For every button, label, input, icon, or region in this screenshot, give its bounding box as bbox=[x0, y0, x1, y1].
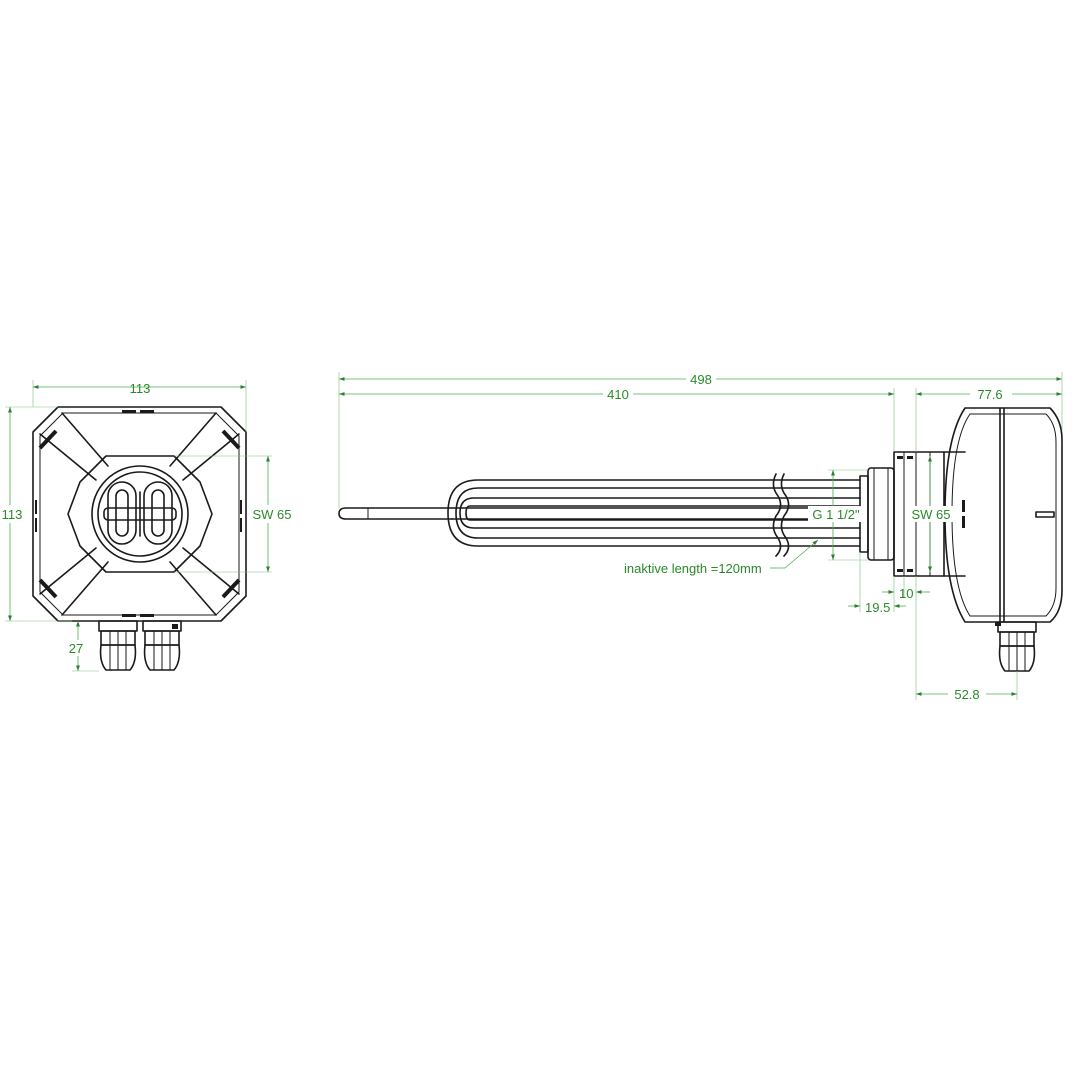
side-dim-gland: 52.8 bbox=[915, 576, 1018, 702]
side-dim-total: 498 bbox=[338, 372, 1063, 508]
side-dim-head: 77.6 bbox=[915, 387, 1062, 452]
front-gland-label: 27 bbox=[69, 641, 83, 656]
front-view: 113 113 SW 65 27 bbox=[0, 380, 296, 672]
front-cap-outer bbox=[91, 465, 189, 563]
inactive-length-label: inaktive length =120mm bbox=[624, 561, 762, 576]
front-knob-grip bbox=[103, 481, 177, 545]
heating-element-tubes bbox=[447, 479, 861, 547]
gland-offset-label: 52.8 bbox=[954, 687, 979, 702]
front-dim-height: 113 bbox=[0, 406, 58, 622]
front-height-label: 113 bbox=[2, 507, 23, 522]
side-head-housing bbox=[944, 407, 1063, 626]
front-dim-wrench: SW 65 bbox=[174, 455, 296, 573]
side-dim-wrench: SW 65 bbox=[908, 456, 954, 572]
front-cable-glands bbox=[98, 620, 182, 671]
side-dim-thread: G 1 1/2" bbox=[808, 469, 868, 561]
front-wrench-label: SW 65 bbox=[252, 507, 291, 522]
total-length-label: 498 bbox=[690, 372, 712, 387]
rod-length-label: 410 bbox=[607, 387, 629, 402]
side-dim-flange: 19.5 10 bbox=[848, 552, 930, 615]
front-width-label: 113 bbox=[130, 381, 151, 396]
front-corner-clips bbox=[35, 410, 242, 617]
side-dim-rod: 410 bbox=[339, 387, 895, 452]
head-depth-label: 77.6 bbox=[977, 387, 1002, 402]
thread-label: G 1 1/2" bbox=[812, 507, 860, 522]
front-housing-ribs bbox=[39, 412, 240, 616]
front-housing-outline bbox=[32, 406, 247, 622]
break-marks bbox=[772, 473, 790, 557]
side-view: 498 410 77.6 G 1 1/2" SW 65 bbox=[338, 372, 1063, 702]
front-cap-inner bbox=[97, 471, 183, 557]
front-dim-width: 113 bbox=[32, 380, 247, 432]
front-dim-gland: 27 bbox=[58, 620, 99, 672]
sensor-rod bbox=[338, 507, 453, 520]
flange-thickness-label: 10 bbox=[899, 586, 913, 601]
thread-section bbox=[859, 467, 895, 561]
side-wrench-label: SW 65 bbox=[911, 507, 950, 522]
inactive-length-callout: inaktive length =120mm bbox=[624, 539, 819, 576]
side-cable-gland bbox=[997, 621, 1037, 672]
flange-offset-label: 19.5 bbox=[865, 600, 890, 615]
